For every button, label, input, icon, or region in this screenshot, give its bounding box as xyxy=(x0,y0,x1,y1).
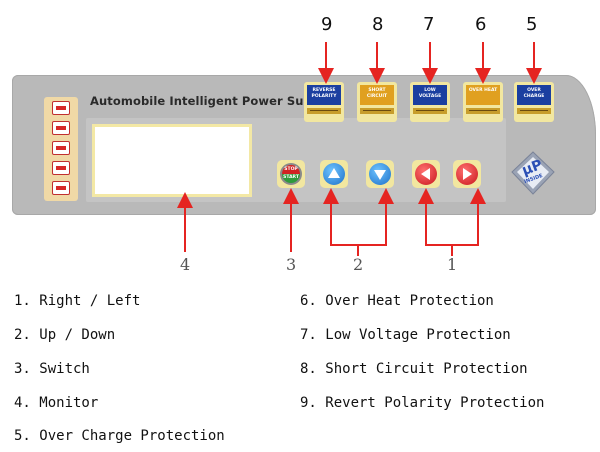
indicator-label: LOW VOLTAGE xyxy=(413,85,447,105)
legend-item-4: 4. Monitor xyxy=(14,395,99,411)
callout-number-7: 7 xyxy=(423,14,435,35)
indicator-label: OVER CHARGE xyxy=(517,85,551,105)
callout-number-2: 2 xyxy=(353,255,364,274)
left-arrow-icon[interactable] xyxy=(415,163,437,185)
indicator-label: REVERSE POLARITY xyxy=(307,85,341,105)
left-button[interactable] xyxy=(412,160,440,188)
legend-item-1: 1. Right / Left xyxy=(14,293,141,309)
stop-start-knob[interactable]: STOP START xyxy=(280,163,302,185)
callout-number-3: 3 xyxy=(286,255,297,274)
legend-item-2: 2. Up / Down xyxy=(14,327,116,343)
indicator-led-bar xyxy=(307,108,341,114)
monitor-display xyxy=(92,124,252,197)
start-label: START xyxy=(282,174,300,183)
down-button[interactable] xyxy=(366,160,394,188)
charge-icon xyxy=(52,121,70,135)
callout-number-6: 6 xyxy=(475,14,487,35)
battery-icon xyxy=(52,101,70,115)
indicator-reverse-polarity: REVERSE POLARITY xyxy=(304,82,344,122)
indicator-over-heat: OVER HEAT xyxy=(463,82,503,122)
callout-number-9: 9 xyxy=(321,14,333,35)
microprocessor-logo: μP INSIDE xyxy=(510,150,556,196)
indicator-low-voltage: LOW VOLTAGE xyxy=(410,82,450,122)
callout-number-1: 1 xyxy=(447,255,458,274)
indicator-led-bar xyxy=(360,108,394,114)
legend-item-9: 9. Revert Polarity Protection xyxy=(300,395,545,411)
up-button[interactable] xyxy=(320,160,348,188)
warning-icon xyxy=(52,181,70,195)
callout-number-4: 4 xyxy=(180,255,191,274)
indicator-over-charge: OVER CHARGE xyxy=(514,82,554,122)
connector-2 xyxy=(330,196,387,246)
legend-item-6: 6. Over Heat Protection xyxy=(300,293,494,309)
callout-number-8: 8 xyxy=(372,14,384,35)
indicator-led-bar xyxy=(413,108,447,114)
plug-icon xyxy=(52,161,70,175)
stop-label: STOP xyxy=(282,165,300,174)
right-arrow-icon[interactable] xyxy=(456,163,478,185)
down-arrow-icon[interactable] xyxy=(369,163,391,185)
right-button[interactable] xyxy=(453,160,481,188)
up-arrow-icon[interactable] xyxy=(323,163,345,185)
legend-item-7: 7. Low Voltage Protection xyxy=(300,327,511,343)
connector-1 xyxy=(425,196,479,246)
indicator-label: SHORT CIRCUIT xyxy=(360,85,394,105)
indicator-label: OVER HEAT xyxy=(466,85,500,105)
indicator-led-bar xyxy=(466,108,500,114)
car-battery-icon xyxy=(52,141,70,155)
panel-title: Automobile Intelligent Power Supply xyxy=(90,94,332,108)
stop-start-button[interactable]: STOP START xyxy=(277,160,305,188)
indicator-short-circuit: SHORT CIRCUIT xyxy=(357,82,397,122)
callout-number-5: 5 xyxy=(526,14,538,35)
legend-item-5: 5. Over Charge Protection xyxy=(14,428,225,444)
legend-item-8: 8. Short Circuit Protection xyxy=(300,361,528,377)
legend-item-3: 3. Switch xyxy=(14,361,90,377)
indicator-led-bar xyxy=(517,108,551,114)
